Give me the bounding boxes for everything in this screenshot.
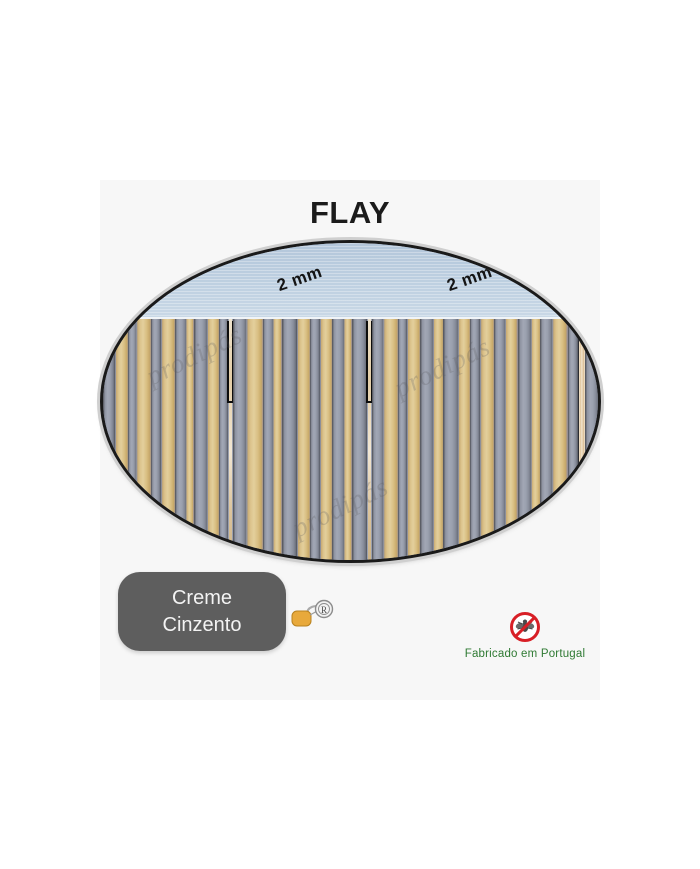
slat-stripe (319, 319, 333, 560)
slat-stripe (114, 319, 129, 560)
slat-stripe (504, 319, 519, 560)
slat-stripe (433, 319, 444, 560)
no-insects-icon (510, 612, 540, 642)
slat-stripe (273, 319, 283, 560)
slat-stripe (420, 319, 434, 560)
slat-stripe (493, 319, 506, 560)
slat-stripe (479, 319, 495, 560)
color-name-badge: Creme Cinzento (118, 572, 286, 651)
slat-stripe (128, 319, 137, 560)
color-name-line-2: Cinzento (162, 613, 242, 636)
slat-stripe (151, 319, 162, 560)
slat-stripe (296, 319, 311, 560)
slat-stripe (233, 319, 247, 560)
slat-stripe (174, 319, 187, 560)
slat-stripe (332, 319, 345, 560)
slat-stripe (458, 319, 471, 560)
slat-top-edge (103, 317, 598, 319)
slat-stripe-group (103, 319, 598, 560)
slat-stripe (103, 319, 116, 560)
slat-stripe (344, 319, 353, 560)
origin-label: Fabricado em Portugal (464, 648, 586, 660)
slat-stripe (193, 319, 208, 560)
slat-stripe (136, 319, 152, 560)
slat-stripe (281, 319, 298, 560)
slat-stripe (185, 319, 195, 560)
color-name-line-1: Creme (171, 587, 232, 610)
slat-stripe (383, 319, 399, 560)
slat-stripe (406, 319, 421, 560)
product-sample-figure: 2 mm 2 mm prodipás prodipás prodipás (103, 243, 598, 560)
padlock-registered-icon: R (290, 598, 334, 634)
slat-stripe (218, 319, 228, 560)
origin-block: Fabricado em Portugal (455, 610, 595, 660)
page-title: FLAY (309, 195, 391, 230)
slat-stripe (567, 319, 579, 560)
slat-stripe (443, 319, 459, 560)
slat-stripe (246, 319, 264, 560)
slat-stripe (398, 319, 408, 560)
slat-stripe (470, 319, 481, 560)
slat-stripe (577, 319, 586, 560)
sky-background (103, 243, 598, 318)
slat-stripe (372, 319, 384, 560)
slat-stripe (262, 319, 274, 560)
slat-stripe (160, 319, 176, 560)
slat-stripe (207, 319, 220, 560)
slat-stripe (585, 319, 598, 560)
registered-symbol: R (321, 605, 327, 615)
slat-stripe (552, 319, 569, 560)
sample-oval: 2 mm 2 mm prodipás prodipás prodipás (103, 243, 598, 560)
product-image-panel: FLAY 2 mm 2 mm prodipás prodipás prodipá… (100, 180, 600, 700)
slat-stripe (351, 319, 367, 560)
slat-stripe (310, 319, 321, 560)
slat-stripe (517, 319, 532, 560)
slat-stripe (540, 319, 553, 560)
slat-stripe (531, 319, 542, 560)
